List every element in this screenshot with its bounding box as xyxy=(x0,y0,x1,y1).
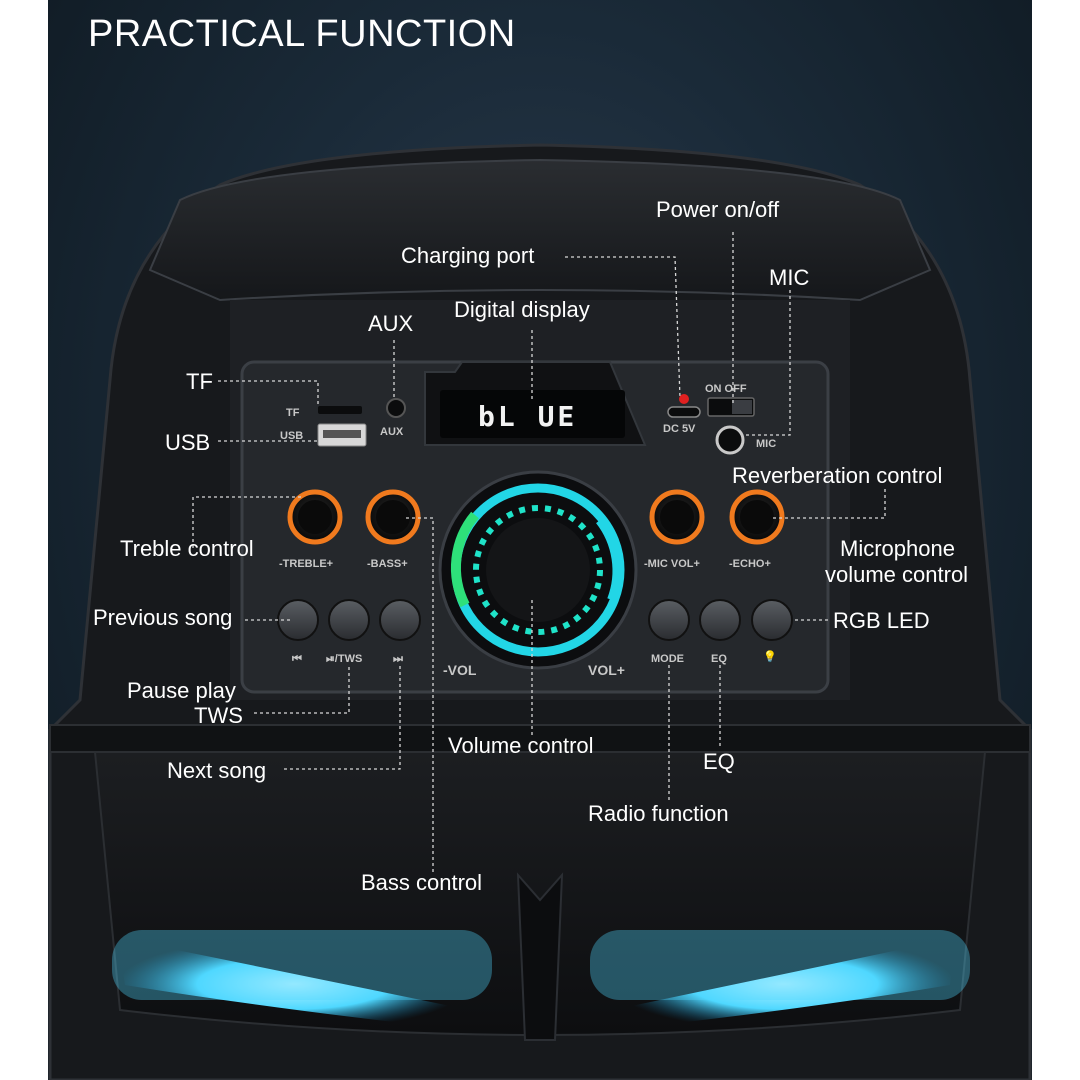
callout-bass-control: Bass control xyxy=(361,870,483,895)
mic-jack xyxy=(715,425,745,455)
callout-treble-control: Treble control xyxy=(120,536,254,561)
tf-slot xyxy=(318,406,362,414)
callout-reverberation-control: Reverberation control xyxy=(732,463,943,488)
button-row-left xyxy=(277,599,421,641)
callout-lines xyxy=(192,232,886,872)
panel-label-play-tws: ⏯/TWS xyxy=(326,653,363,665)
digital-display-text: bL UE xyxy=(478,400,578,433)
waist-band xyxy=(49,724,1031,753)
handle xyxy=(148,158,932,302)
panel-label-tf: TF xyxy=(286,407,300,419)
center-notch xyxy=(516,872,564,1041)
charging-port xyxy=(667,406,701,418)
volume-ring xyxy=(438,470,638,670)
mic-volume-knob xyxy=(649,489,705,545)
led-strip-left xyxy=(118,938,470,1030)
display-window xyxy=(440,390,625,438)
panel-label-vol-minus: -VOL xyxy=(443,662,477,678)
echo-knob xyxy=(729,489,785,545)
panel-label-bass: -BASS+ xyxy=(367,558,408,570)
panel-label-vol-plus: VOL+ xyxy=(588,662,625,678)
callout-mic: MIC xyxy=(769,265,810,290)
light-icon: 💡 xyxy=(763,651,777,663)
callout-rgb-led: RGB LED xyxy=(833,608,930,633)
panel-label-aux: AUX xyxy=(380,426,404,438)
callout-previous-song: Previous song xyxy=(93,605,233,630)
panel-label-eq: EQ xyxy=(711,653,727,665)
panel-label-mic-vol: -MIC VOL+ xyxy=(644,558,700,570)
panel-label-usb: USB xyxy=(280,430,304,442)
callout-digital-display: Digital display xyxy=(454,297,590,322)
panel-label-dc5v: DC 5V xyxy=(663,423,696,435)
page-title: PRACTICAL FUNCTION xyxy=(88,13,516,55)
product-photo xyxy=(48,0,1032,1080)
callout-eq: EQ xyxy=(703,749,735,774)
callout-volume-control: Volume control xyxy=(448,733,594,758)
callout-microphone-volume-line1: Microphone xyxy=(840,536,955,561)
aux-jack xyxy=(386,398,406,418)
panel-label-mic: MIC xyxy=(756,438,777,450)
callout-tf: TF xyxy=(186,369,213,394)
callout-aux: AUX xyxy=(368,311,414,336)
speaker-illustration xyxy=(48,143,1032,1080)
callout-radio-function: Radio function xyxy=(588,801,729,826)
callout-microphone-volume-line2: volume control xyxy=(825,562,969,587)
callout-usb: USB xyxy=(165,430,211,455)
next-icon: ⏭ xyxy=(393,653,403,665)
panel-label-on-off: ON OFF xyxy=(705,383,747,395)
panel-label-treble: -TREBLE+ xyxy=(279,558,334,570)
bass-knob xyxy=(365,489,421,545)
panel-label-mode: MODE xyxy=(651,653,684,665)
callout-pause-play-line2: TWS xyxy=(194,703,243,728)
callout-pause-play-line1: Pause play xyxy=(127,678,236,703)
callout-next-song: Next song xyxy=(167,758,267,783)
prev-icon: ⏮ xyxy=(292,653,302,665)
treble-knob xyxy=(287,489,343,545)
callout-charging-port: Charging port xyxy=(401,243,535,268)
led-strip-right xyxy=(612,938,955,1030)
callout-power-on-off: Power on/off xyxy=(656,197,780,222)
panel-label-echo: -ECHO+ xyxy=(729,558,771,570)
button-row-right xyxy=(648,599,793,641)
